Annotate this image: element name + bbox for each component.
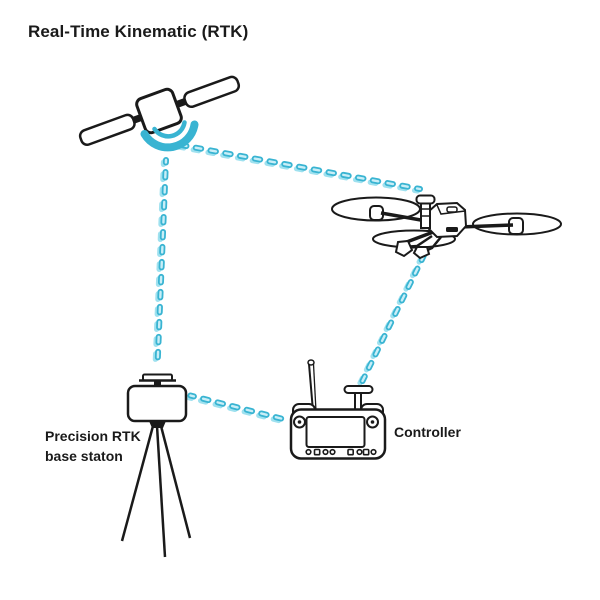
- link-drone-controller: [357, 244, 431, 386]
- base-station-label: Precision RTK base staton: [45, 426, 141, 466]
- drone-landing-foot: [412, 246, 431, 260]
- drone-icon: [331, 194, 562, 260]
- controller-t-antenna-cap: [343, 385, 374, 394]
- drone-body-slot: [446, 227, 458, 232]
- link-base-station-controller: [185, 392, 290, 425]
- controller-label: Controller: [394, 424, 461, 440]
- controller-stick-left-dot: [297, 420, 302, 424]
- satellite-body: [135, 87, 183, 135]
- base-receiver-box: [126, 384, 188, 423]
- satellite-icon: [78, 75, 241, 152]
- diagram-title: Real-Time Kinematic (RTK): [28, 22, 249, 41]
- controller-icon: [289, 359, 387, 460]
- signal-arc-icon: [140, 120, 199, 152]
- base-station-icon: [120, 373, 192, 558]
- drone-arm-front: [403, 229, 437, 245]
- controller-screen: [305, 416, 366, 448]
- drone-landing-foot: [394, 239, 414, 258]
- base-station-label-line2: base staton: [45, 448, 123, 464]
- base-antenna-stem: [154, 380, 161, 388]
- tripod-leg-center: [155, 425, 167, 558]
- tripod-leg-left: [120, 425, 155, 542]
- drone-arm-right: [459, 223, 514, 229]
- satellite-solar-panel-left: [78, 113, 136, 146]
- tripod-leg-right: [159, 425, 192, 539]
- link-satellite-drone: [175, 142, 423, 194]
- satellite-solar-panel-right: [183, 75, 241, 109]
- base-station-label-line1: Precision RTK: [45, 428, 141, 444]
- drone-gps-antenna-cap: [415, 194, 436, 205]
- drone-gps-mast: [420, 201, 431, 229]
- controller-antenna-left: [308, 363, 314, 412]
- link-satellite-base-station: [152, 157, 169, 371]
- controller-stick-right-dot: [370, 420, 375, 424]
- drone-body-vent: [446, 206, 458, 213]
- controller-antenna-tip: [307, 359, 315, 366]
- controller-buttons: [305, 448, 377, 456]
- controller-antenna-left-edge: [312, 363, 317, 412]
